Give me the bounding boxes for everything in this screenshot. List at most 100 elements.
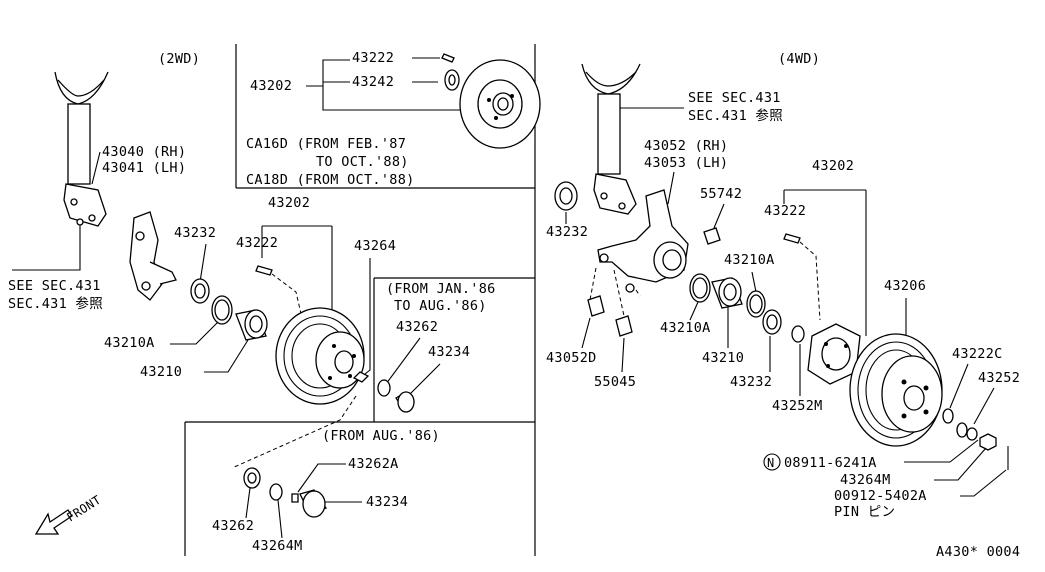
label-43232-4wd: 43232 <box>730 374 772 390</box>
label-08911: 08911-6241A <box>784 455 877 471</box>
leader-see-sec-2wd <box>12 225 81 271</box>
strut-2wd <box>54 71 109 227</box>
leader-strut-2wd <box>91 151 101 185</box>
n-symbol-icon <box>763 453 781 471</box>
disc-rotor-top <box>459 59 541 149</box>
seal-43232-4wd-inner <box>766 314 778 330</box>
dash-knuckle-4wd <box>589 267 641 317</box>
washer-43262-bottom-inner <box>247 472 257 484</box>
cap-43234-bottom <box>299 489 327 518</box>
label-43052d: 43052D <box>546 350 597 366</box>
label-43222-top: 43222 <box>352 50 394 66</box>
leader-55742 <box>713 203 725 229</box>
washer-43222c <box>942 408 954 424</box>
label-43202-2wd: 43202 <box>268 195 310 211</box>
heading-4wd: (4WD) <box>778 51 820 67</box>
label-43232-2wd: 43232 <box>174 225 216 241</box>
label-43202-4wd: 43202 <box>812 158 854 174</box>
label-43210a-right-4wd: 43210A <box>724 252 775 268</box>
label-pin: PIN ピン <box>834 504 895 520</box>
leader-43252 <box>973 387 995 425</box>
leader-43210-2wd <box>204 339 249 373</box>
bearing-43210-2wd <box>235 309 268 341</box>
label-55742: 55742 <box>700 186 742 202</box>
label-43222-4wd: 43222 <box>764 203 806 219</box>
knuckle-4wd <box>597 189 689 293</box>
leaders-top-box <box>306 57 460 111</box>
label-43041-lh: 43041 (LH) <box>102 160 186 176</box>
bushing-55742 <box>703 227 721 245</box>
brake-drum-2wd <box>275 307 365 405</box>
leader-43262-bottom <box>245 487 251 519</box>
see-sec-4wd: SEE SEC.431 <box>688 90 781 106</box>
seal-43232-2wd-inner <box>194 283 206 299</box>
strut-4wd <box>581 63 641 215</box>
label-43232-left-4wd: 43232 <box>546 224 588 240</box>
label-43262-bottom: 43262 <box>212 518 254 534</box>
label-43222-2wd: 43222 <box>236 235 278 251</box>
dash-bolt-4wd <box>799 241 821 321</box>
washer-43262-2wd <box>377 379 391 397</box>
bushing-43052d <box>587 295 605 317</box>
leader-43210a-2wd <box>170 321 219 345</box>
hub-43202-4wd <box>807 323 861 385</box>
label-43234-bottom: 43234 <box>366 494 408 510</box>
nut-43264m-4wd <box>979 433 997 451</box>
leader-43264m-bottom <box>277 499 283 539</box>
bearing-43210-4wd <box>711 277 743 309</box>
label-43210a-left-4wd: 43210A <box>660 320 711 336</box>
label-00912: 00912-5402A <box>834 488 927 504</box>
leader-43210a-right-4wd <box>751 271 757 293</box>
leader-43222c <box>949 363 969 409</box>
pin-43262a <box>291 493 299 503</box>
brake-drum-4wd <box>849 333 943 447</box>
label-55045: 55045 <box>594 374 636 390</box>
heading-2wd: (2WD) <box>158 51 200 67</box>
label-43210-2wd: 43210 <box>140 364 182 380</box>
leader-43262a <box>297 463 346 493</box>
label-43222c: 43222C <box>952 346 1003 362</box>
snap-ring-43210a-left-4wd-inner <box>692 277 708 299</box>
label-43202-top: 43202 <box>250 78 292 94</box>
n-symbol-letter: N <box>767 456 775 470</box>
note-from-jan86: (FROM JAN.'86 <box>386 281 496 297</box>
bushing-55045 <box>615 315 633 337</box>
footer-code: A430* 0004 <box>936 544 1020 560</box>
sec-ref-4wd: SEC.431 参照 <box>688 107 783 124</box>
washer-43252 <box>956 422 968 438</box>
bolt-43222-top <box>441 53 455 63</box>
leader-43202-4wd <box>783 189 867 336</box>
leader-43202-2wd <box>261 225 333 312</box>
label-43252: 43252 <box>978 370 1020 386</box>
dash-bolt-2wd <box>271 273 303 319</box>
snap-ring-43210a-2wd-inner <box>214 299 230 321</box>
leader-00912 <box>960 469 1007 497</box>
washer-43252-b <box>966 427 978 441</box>
front-arrow-icon <box>34 509 73 535</box>
leader-08911 <box>904 439 979 463</box>
note-ca18d: CA18D (FROM OCT.'88) <box>246 172 415 188</box>
seal-43232-left-4wd-inner <box>559 187 573 205</box>
sec-ref-2wd: SEC.431 参照 <box>8 295 103 312</box>
note-ca16d-to: TO OCT.'88) <box>316 154 409 170</box>
label-43053-lh: 43053 (LH) <box>644 155 728 171</box>
leader-43264m-4wd <box>934 447 987 481</box>
label-43264m-4wd: 43264M <box>840 472 891 488</box>
note-from-aug86: (FROM AUG.'86) <box>322 428 440 444</box>
leader-43232-2wd <box>199 243 207 283</box>
leader-43262-2wd <box>385 337 421 385</box>
see-sec-2wd: SEE SEC.431 <box>8 278 101 294</box>
label-43210a-2wd: 43210A <box>104 335 155 351</box>
label-43252m: 43252M <box>772 398 823 414</box>
label-43206: 43206 <box>884 278 926 294</box>
label-43052-rh: 43052 (RH) <box>644 138 728 154</box>
snap-ring-43210a-right-4wd-inner <box>749 294 763 314</box>
leader-55045 <box>621 337 625 373</box>
label-front: FRONT <box>64 493 103 525</box>
bolt-43222-4wd <box>783 233 801 244</box>
label-43264m-bottom: 43264M <box>252 538 303 554</box>
leader-43234-2wd <box>407 363 441 397</box>
note-ca16d: CA16D (FROM FEB.'87 <box>246 136 406 152</box>
leader-43052d <box>581 317 591 349</box>
